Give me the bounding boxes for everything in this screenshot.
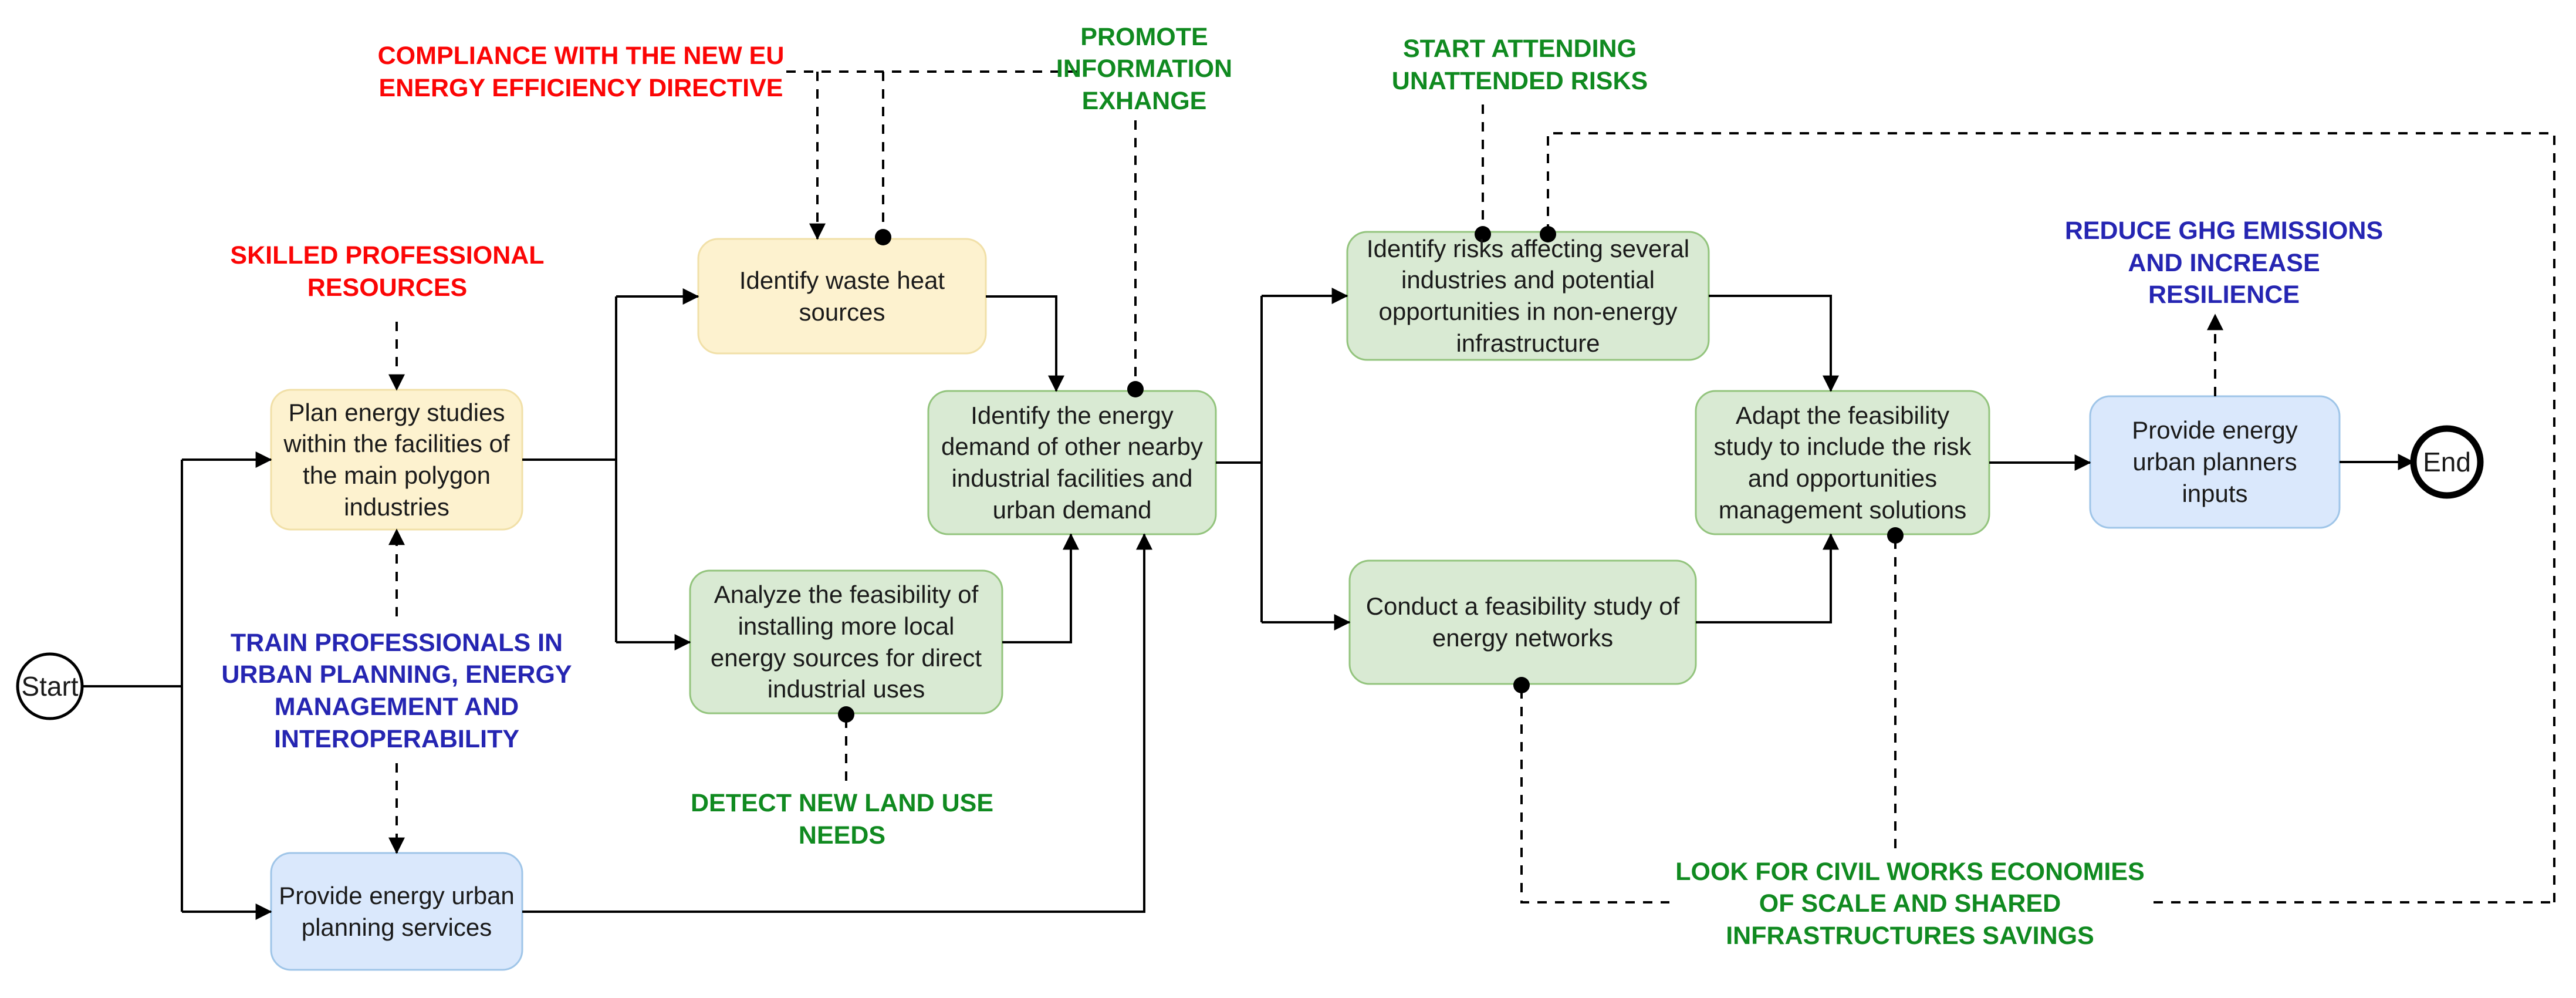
junction-dot	[838, 706, 854, 723]
node-identify-waste-heat-label: Identify waste heat sources	[739, 266, 945, 326]
node-planning-services-label: Provide energy urban planning services	[279, 881, 515, 941]
node-analyze-feasibility-label: Analyze the feasibility of installing mo…	[710, 581, 982, 703]
annotation-reduce-ghg: REDUCE GHG EMISSIONS AND INCREASE RESILI…	[2064, 217, 2384, 309]
edge-conduct-to-adapt	[1696, 533, 1839, 623]
junction-dot	[1887, 527, 1904, 544]
node-identify-risks-label: Identify risks affecting several industr…	[1366, 234, 1690, 357]
edge-start-trunk	[82, 460, 183, 912]
dep-conduct-to-look	[1520, 689, 2554, 903]
annotation-skilled: SKILLED PROFESSIONAL RESOURCES	[230, 241, 545, 302]
node-identify-energy-demand-label: Identify the energy demand of other near…	[941, 401, 1203, 524]
edge-analyze-to-demand	[1002, 533, 1079, 643]
junction-dot	[1475, 226, 1491, 242]
node-adapt-feasibility-label: Adapt the feasibility study to include t…	[1713, 401, 1972, 524]
edge-risks-to-adapt	[1709, 295, 1839, 392]
start-label: Start	[21, 670, 79, 702]
annotation-compliance: COMPLIANCE WITH THE NEW EU ENERGY EFFICI…	[377, 41, 785, 102]
annotation-start-attending: START ATTENDING UNATTENDED RISKS	[1391, 34, 1648, 95]
annotation-detect-land-use: DETECT NEW LAND USE NEEDS	[691, 788, 993, 849]
annotation-promote: PROMOTE INFORMATION EXHANGE	[1056, 22, 1233, 115]
node-planners-inputs-label: Provide energy urban planners inputs	[2132, 416, 2298, 507]
annotation-train-professionals: TRAIN PROFESSIONALS IN URBAN PLANNING, E…	[221, 628, 572, 753]
edge-waste-to-demand	[986, 295, 1064, 392]
edge-demand-trunk	[1216, 296, 1263, 622]
junction-dot	[1540, 226, 1556, 242]
junction-dot	[1127, 381, 1144, 397]
dep-look-loop-to-risks	[1547, 132, 2555, 902]
node-plan-energy-studies-label: Plan energy studies within the facilitie…	[283, 398, 510, 521]
annotation-look-civil-works: LOOK FOR CIVIL WORKS ECONOMIES OF SCALE …	[1669, 852, 2151, 955]
edge-services-to-demand	[522, 533, 1152, 913]
junction-dot	[1513, 677, 1530, 693]
edge-plan-trunk	[522, 296, 617, 642]
node-conduct-feasibility-label: Conduct a feasibility study of energy ne…	[1365, 592, 1680, 652]
junction-dot	[875, 229, 891, 245]
end-label: End	[2423, 446, 2471, 477]
